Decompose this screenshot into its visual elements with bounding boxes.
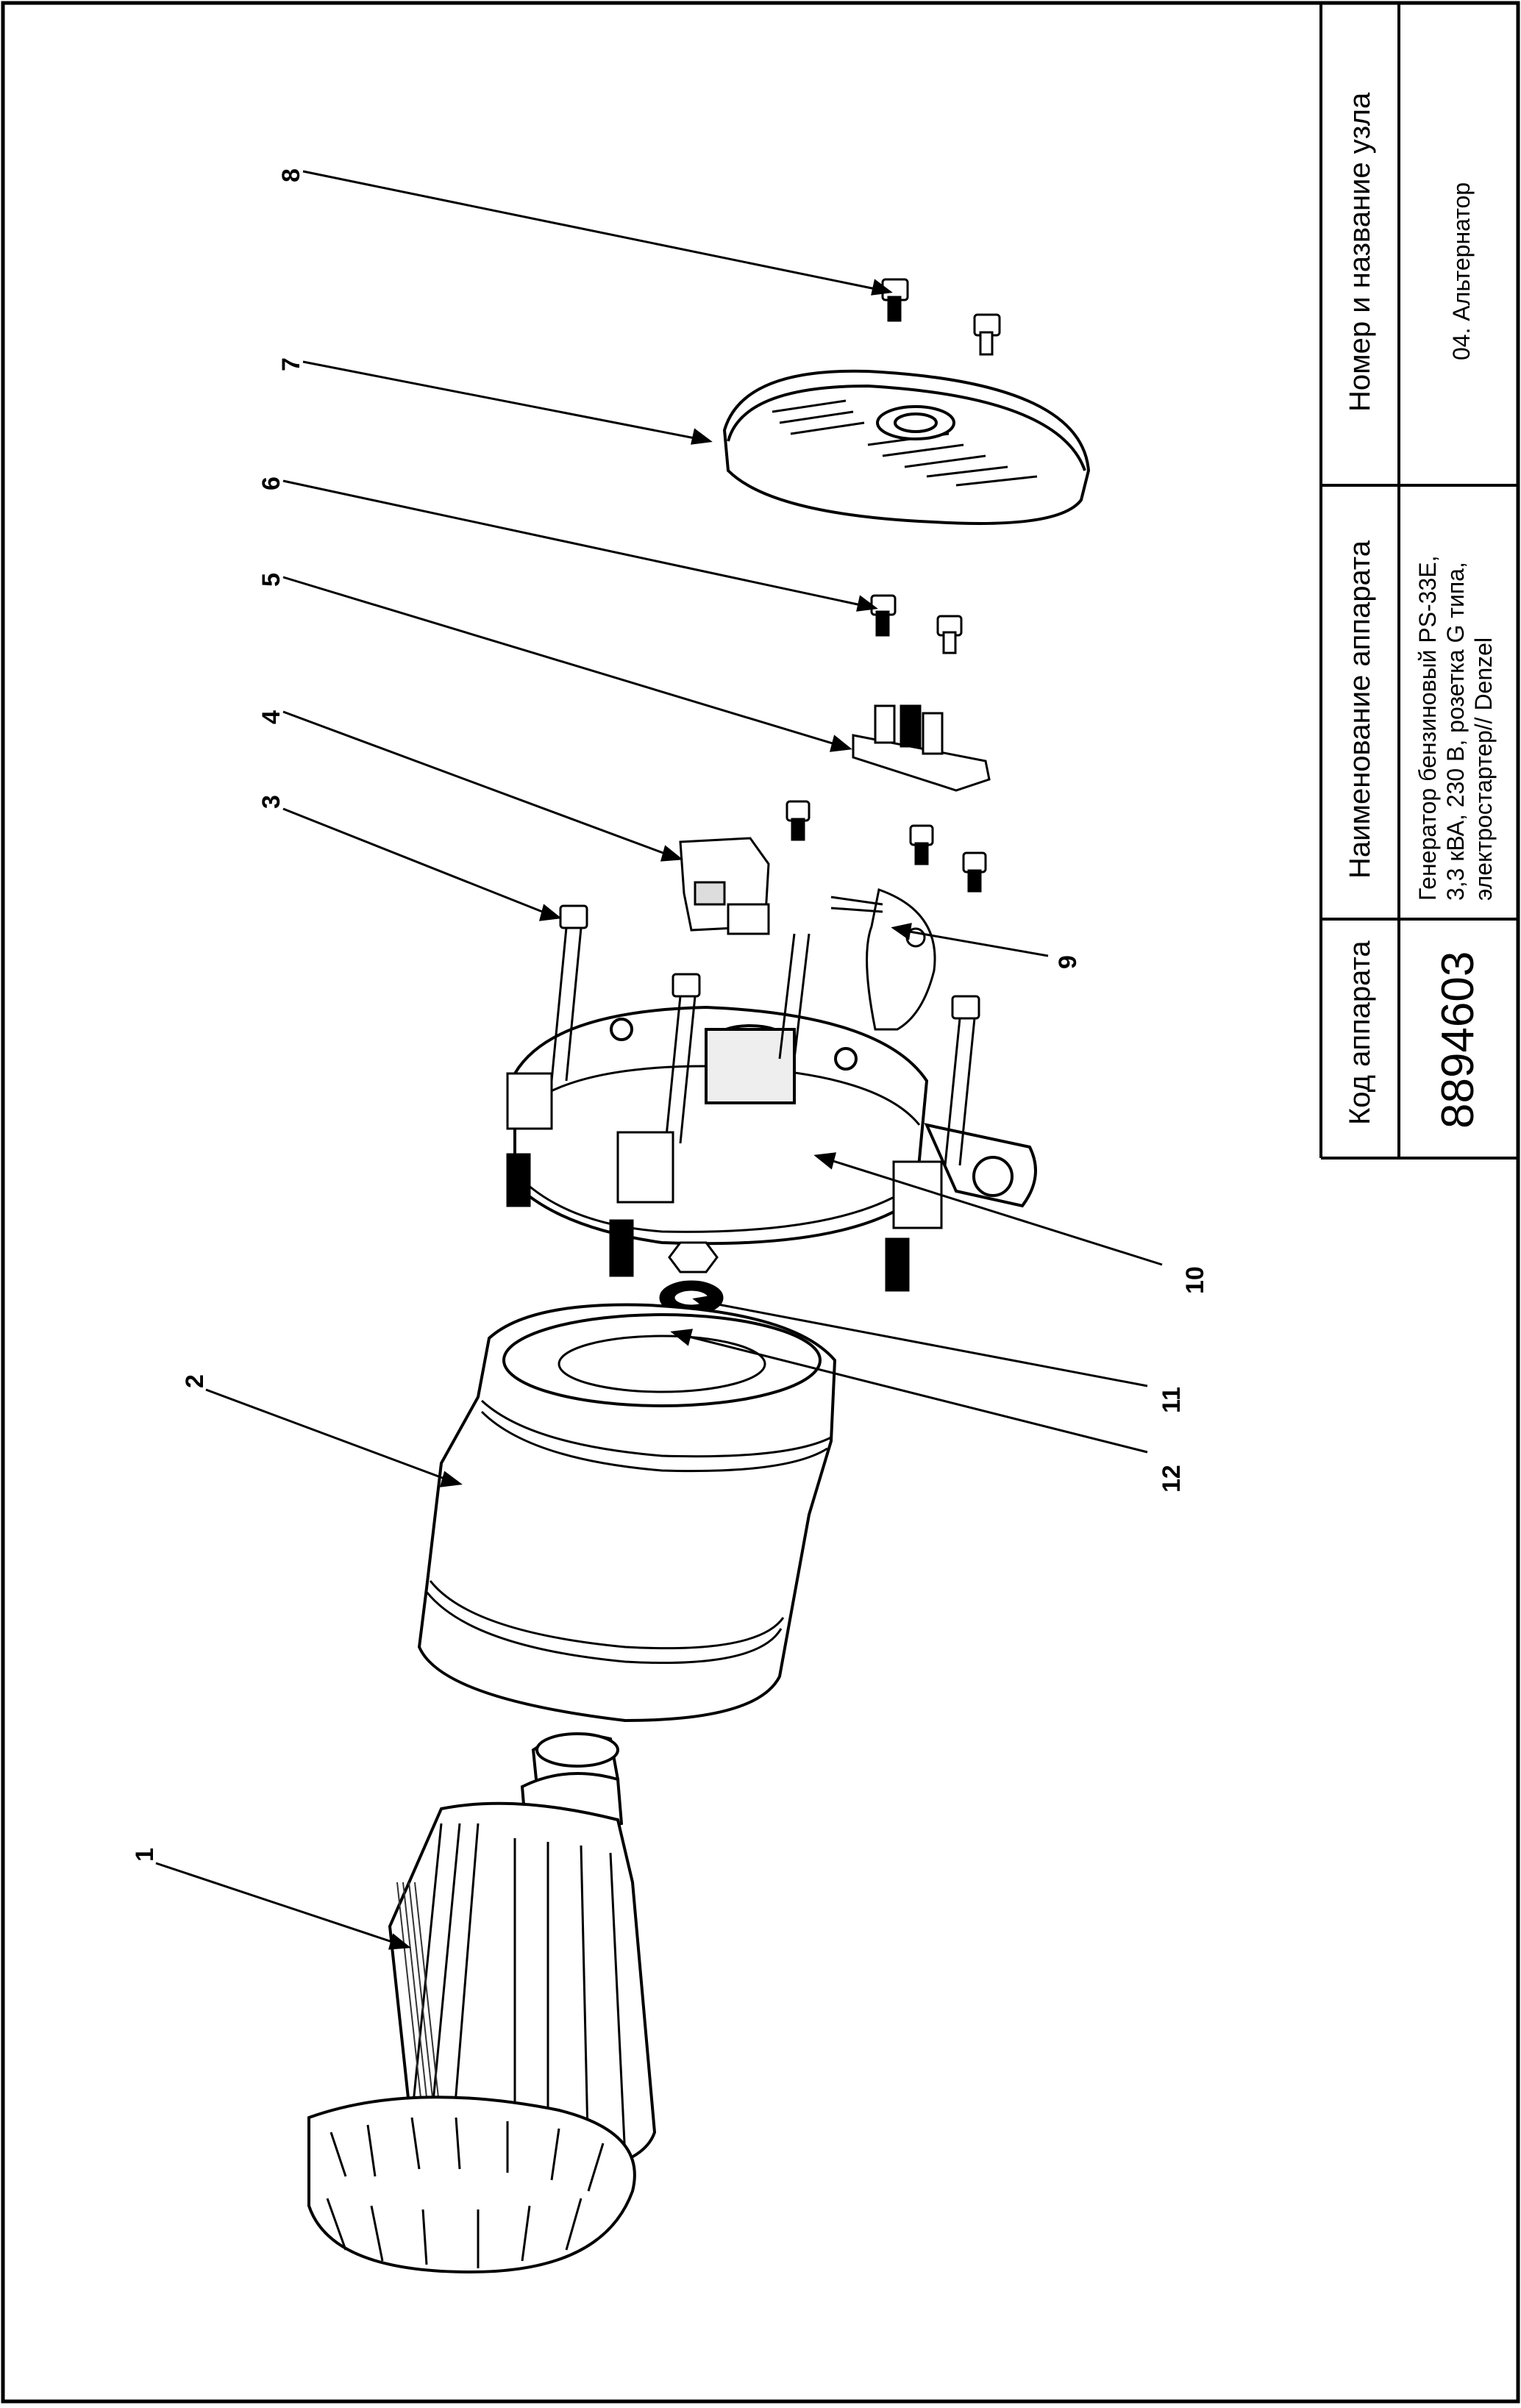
part-8-bolts xyxy=(881,278,1001,356)
part-7-rear-cover xyxy=(722,369,1091,525)
callout-4: 4 xyxy=(257,710,285,724)
avr-mounting-screws xyxy=(786,800,987,893)
callout-5: 5 xyxy=(257,573,285,587)
callout-12: 12 xyxy=(1158,1465,1186,1493)
title-code-value: 8894603 xyxy=(1433,951,1483,1129)
callout-8: 8 xyxy=(277,168,305,182)
leader-lines xyxy=(155,170,1163,1950)
callout-11: 11 xyxy=(1158,1387,1186,1413)
part-9-avr xyxy=(830,888,936,1031)
callout-6: 6 xyxy=(257,476,285,490)
part-4-brush-holder xyxy=(679,837,770,935)
title-header-name: Наименование аппарата xyxy=(1344,540,1376,879)
callout-10: 10 xyxy=(1181,1266,1209,1294)
callout-3: 3 xyxy=(257,795,285,809)
callout-1: 1 xyxy=(131,1848,159,1862)
part-5-terminal-bracket xyxy=(852,704,991,792)
title-header-code: Код аппарата xyxy=(1344,940,1376,1125)
title-name-line-1: Генератор бензиновый PS-33E, xyxy=(1414,555,1441,901)
callout-7: 7 xyxy=(277,357,305,371)
part-1-rotor xyxy=(307,1732,657,2274)
part-6-bolts xyxy=(870,594,963,654)
title-header-unit: Номер и название узла xyxy=(1344,92,1376,412)
callout-2: 2 xyxy=(181,1374,209,1388)
title-name-line-3: электростартер// Denzel xyxy=(1470,637,1497,901)
part-3-long-bolts xyxy=(506,904,980,1292)
callout-9: 9 xyxy=(1054,955,1082,969)
title-unit-value: 04. Альтернатор xyxy=(1448,182,1475,360)
part-2-stator xyxy=(417,1303,837,1723)
title-block xyxy=(1319,3,1518,1160)
title-name-line-2: 3,3 кВА, 230 В, розетка G типа, xyxy=(1442,562,1469,901)
